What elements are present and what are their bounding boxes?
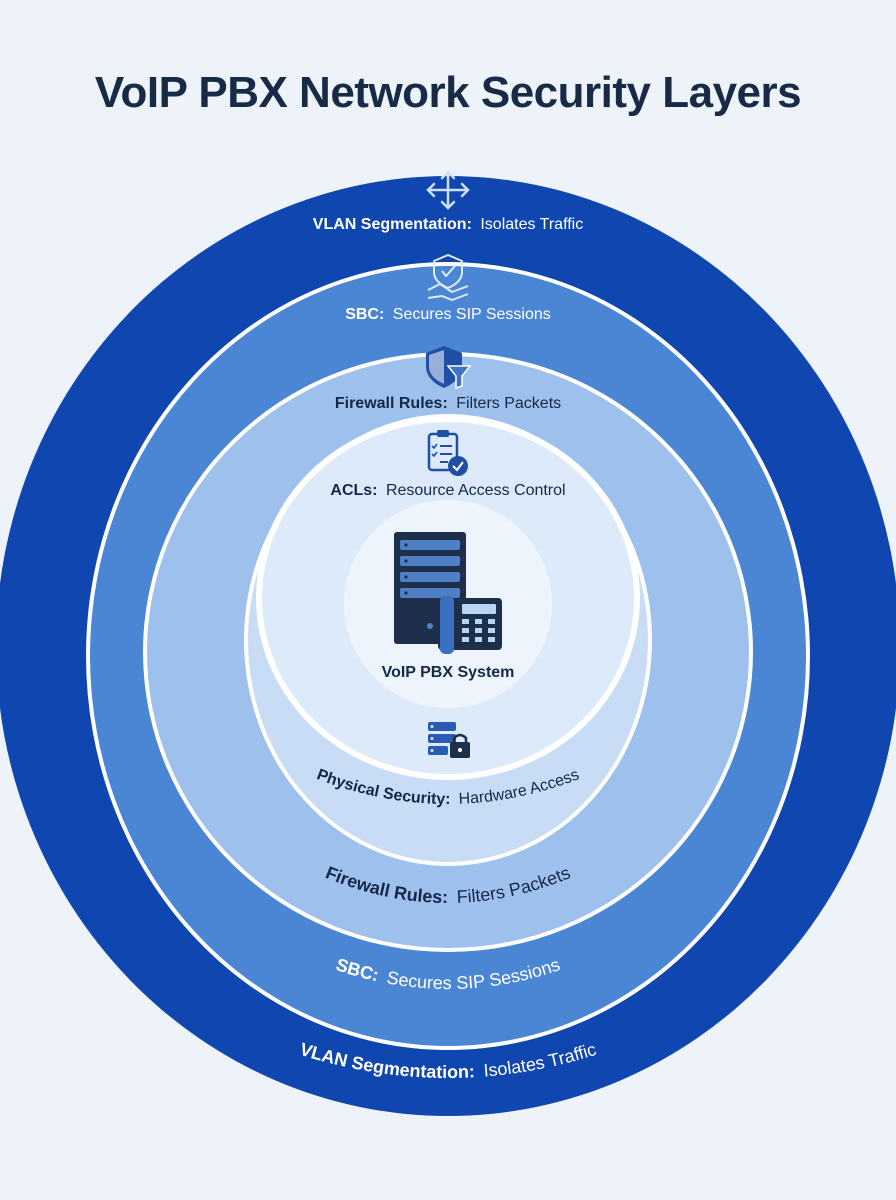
page-title: VoIP PBX Network Security Layers bbox=[94, 68, 802, 117]
layer-rings bbox=[0, 176, 896, 1116]
acl-label: ACLs: Resource Access Control bbox=[330, 482, 565, 499]
network-arrows-icon bbox=[426, 170, 470, 210]
vlan-top-label: VLAN Segmentation: Isolates Traffic bbox=[313, 216, 583, 233]
center-label: VoIP PBX System bbox=[382, 664, 515, 681]
shield-handshake-icon bbox=[427, 254, 469, 301]
server-lock-icon bbox=[428, 722, 470, 758]
checklist-icon bbox=[427, 430, 468, 476]
server-phone-icon bbox=[394, 532, 502, 654]
firewall-top-label: Firewall Rules: Filters Packets bbox=[335, 395, 561, 412]
shield-filter-icon bbox=[426, 346, 472, 390]
sbc-top-label: SBC: Secures SIP Sessions bbox=[345, 306, 551, 323]
